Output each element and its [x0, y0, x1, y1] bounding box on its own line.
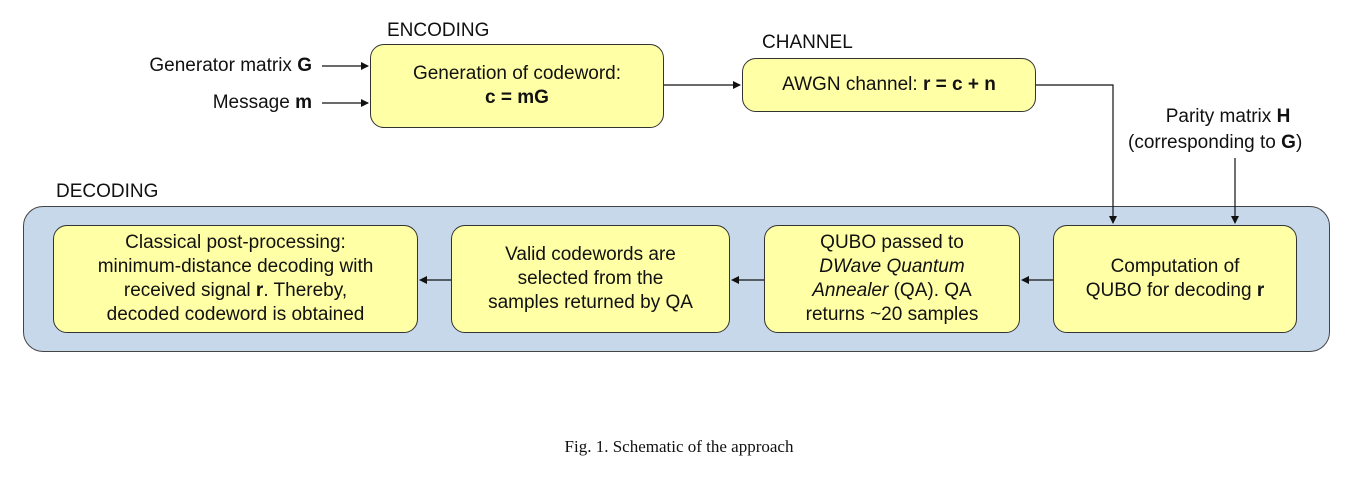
qubo-computation-line1: Computation of	[1110, 256, 1240, 277]
valid-codewords-line3: samples returned by QA	[488, 292, 693, 313]
qubo-computation-line2: QUBO for decoding	[1085, 280, 1257, 301]
message-label: Message m	[100, 92, 312, 114]
post-processing-line4: decoded codeword is obtained	[106, 304, 365, 325]
post-processing-symbol: r	[255, 280, 264, 301]
parity-sub-symbol: G	[1281, 132, 1296, 153]
valid-codewords-line1: Valid codewords are	[505, 244, 676, 265]
parity-sub-pre: (corresponding to	[1128, 132, 1282, 153]
post-processing-line2: minimum-distance decoding with	[97, 256, 374, 277]
parity-sub-post: )	[1295, 132, 1303, 153]
channel-box-formula: r = c + n	[922, 74, 996, 95]
post-processing-box: Classical post-processing: minimum-dista…	[53, 225, 418, 333]
qubo-computation-symbol: r	[1256, 280, 1265, 301]
parity-matrix-sublabel: (corresponding to G)	[1128, 130, 1348, 156]
valid-codewords-line2: selected from the	[517, 268, 664, 289]
parity-matrix-label: Parity matrix H	[1128, 104, 1328, 130]
parity-matrix-text: Parity matrix	[1165, 106, 1277, 127]
channel-label: CHANNEL	[762, 32, 853, 53]
qubo-annealer-line3-text: (QA). QA	[888, 280, 972, 301]
channel-box: AWGN channel: r = c + n	[742, 58, 1036, 112]
valid-codewords-box: Valid codewords are selected from the sa…	[451, 225, 730, 333]
channel-to-decoding-arrow	[1036, 84, 1117, 224]
generator-matrix-label: Generator matrix G	[100, 55, 312, 77]
message-text: Message	[212, 92, 296, 113]
qubo-annealer-line3-italic: Annealer	[812, 280, 889, 301]
post-processing-line1: Classical post-processing:	[125, 232, 346, 253]
generator-matrix-text: Generator matrix	[149, 55, 298, 76]
message-symbol: m	[295, 92, 312, 113]
generator-matrix-symbol: G	[297, 55, 312, 76]
encoding-box-line1: Generation of codeword:	[412, 63, 622, 84]
qubo-computation-box: Computation of QUBO for decoding r	[1053, 225, 1297, 333]
post-processing-line3-text: received signal	[123, 280, 256, 301]
encoding-box: Generation of codeword: c = mG	[370, 44, 664, 128]
decoding-label: DECODING	[56, 181, 159, 202]
figure-caption: Fig. 1. Schematic of the approach	[564, 437, 794, 456]
parity-matrix-symbol: H	[1276, 106, 1291, 127]
post-processing-line3-post: . Thereby,	[263, 280, 348, 301]
qubo-annealer-line4: returns ~20 samples	[805, 304, 979, 325]
qubo-annealer-line1: QUBO passed to	[820, 232, 964, 253]
qubo-annealer-line2: DWave Quantum	[819, 256, 965, 277]
encoding-label: ENCODING	[387, 20, 490, 41]
qubo-annealer-box: QUBO passed to DWave Quantum Annealer (Q…	[764, 225, 1020, 333]
encoding-box-formula: c = mG	[485, 87, 549, 108]
channel-box-text: AWGN channel:	[782, 74, 923, 95]
